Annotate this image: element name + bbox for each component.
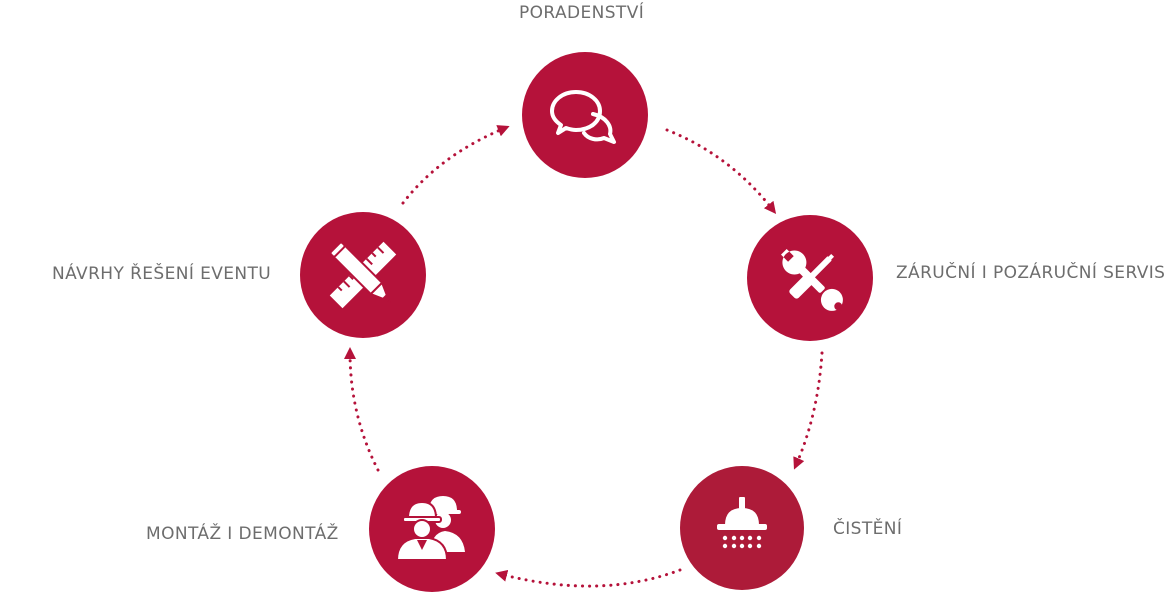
step-label-consulting: PORADENSTVÍ xyxy=(519,3,645,23)
step-label-service: ZÁRUČNÍ I POZÁRUČNÍ SERVIS xyxy=(896,263,1166,283)
connectors xyxy=(344,125,824,588)
shower-head-icon xyxy=(717,497,767,549)
step-assembly[interactable] xyxy=(369,466,495,592)
step-design[interactable] xyxy=(300,212,426,338)
step-circle xyxy=(522,52,648,178)
workers-hardhat-icon xyxy=(395,496,465,561)
step-service[interactable] xyxy=(747,215,873,341)
arrow-design-to-consulting xyxy=(401,125,510,205)
wrench-screwdriver-icon xyxy=(781,249,843,311)
step-cleaning[interactable] xyxy=(680,466,804,590)
step-label-cleaning: ČISTĚNÍ xyxy=(833,519,903,539)
step-consulting[interactable] xyxy=(522,52,648,178)
step-label-design: NÁVRHY ŘEŠENÍ EVENTU xyxy=(52,264,272,284)
arrow-assembly-to-design xyxy=(344,347,380,472)
arrow-consulting-to-service xyxy=(665,128,777,214)
arrow-cleaning-to-assembly xyxy=(495,568,682,588)
arrow-service-to-cleaning xyxy=(793,351,824,470)
speech-bubbles-icon xyxy=(550,90,616,144)
pencil-ruler-icon xyxy=(329,241,397,309)
step-label-assembly: MONTÁŽ I DEMONTÁŽ xyxy=(146,524,339,544)
